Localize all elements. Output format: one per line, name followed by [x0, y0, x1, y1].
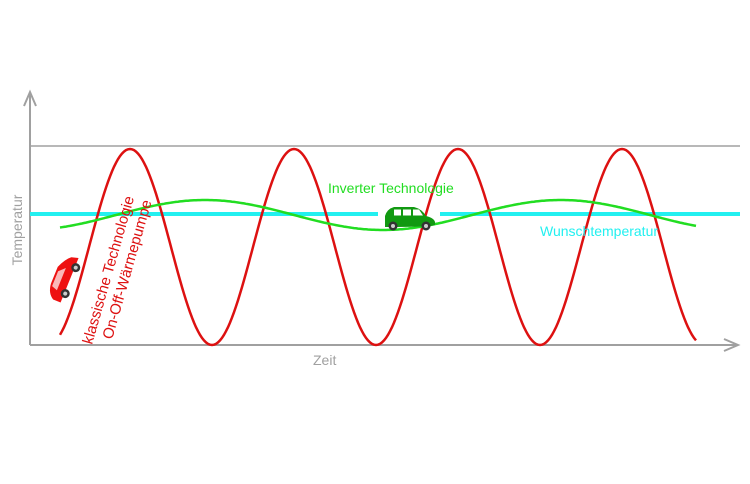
inverter-technology-label: Inverter Technologie [328, 180, 454, 196]
target-temperature-label: Wunschtemperatur [540, 223, 658, 239]
y-axis-arrow-icon [23, 89, 37, 107]
y-axis-label: Temperatur [9, 194, 25, 265]
red-car-icon [49, 257, 81, 303]
green-car-icon [385, 207, 435, 231]
inverter-technology-curve [59, 198, 697, 232]
classic-technology-curve [58, 147, 697, 347]
x-axis-label: Zeit [313, 352, 336, 368]
x-axis-arrow-icon [723, 338, 741, 352]
